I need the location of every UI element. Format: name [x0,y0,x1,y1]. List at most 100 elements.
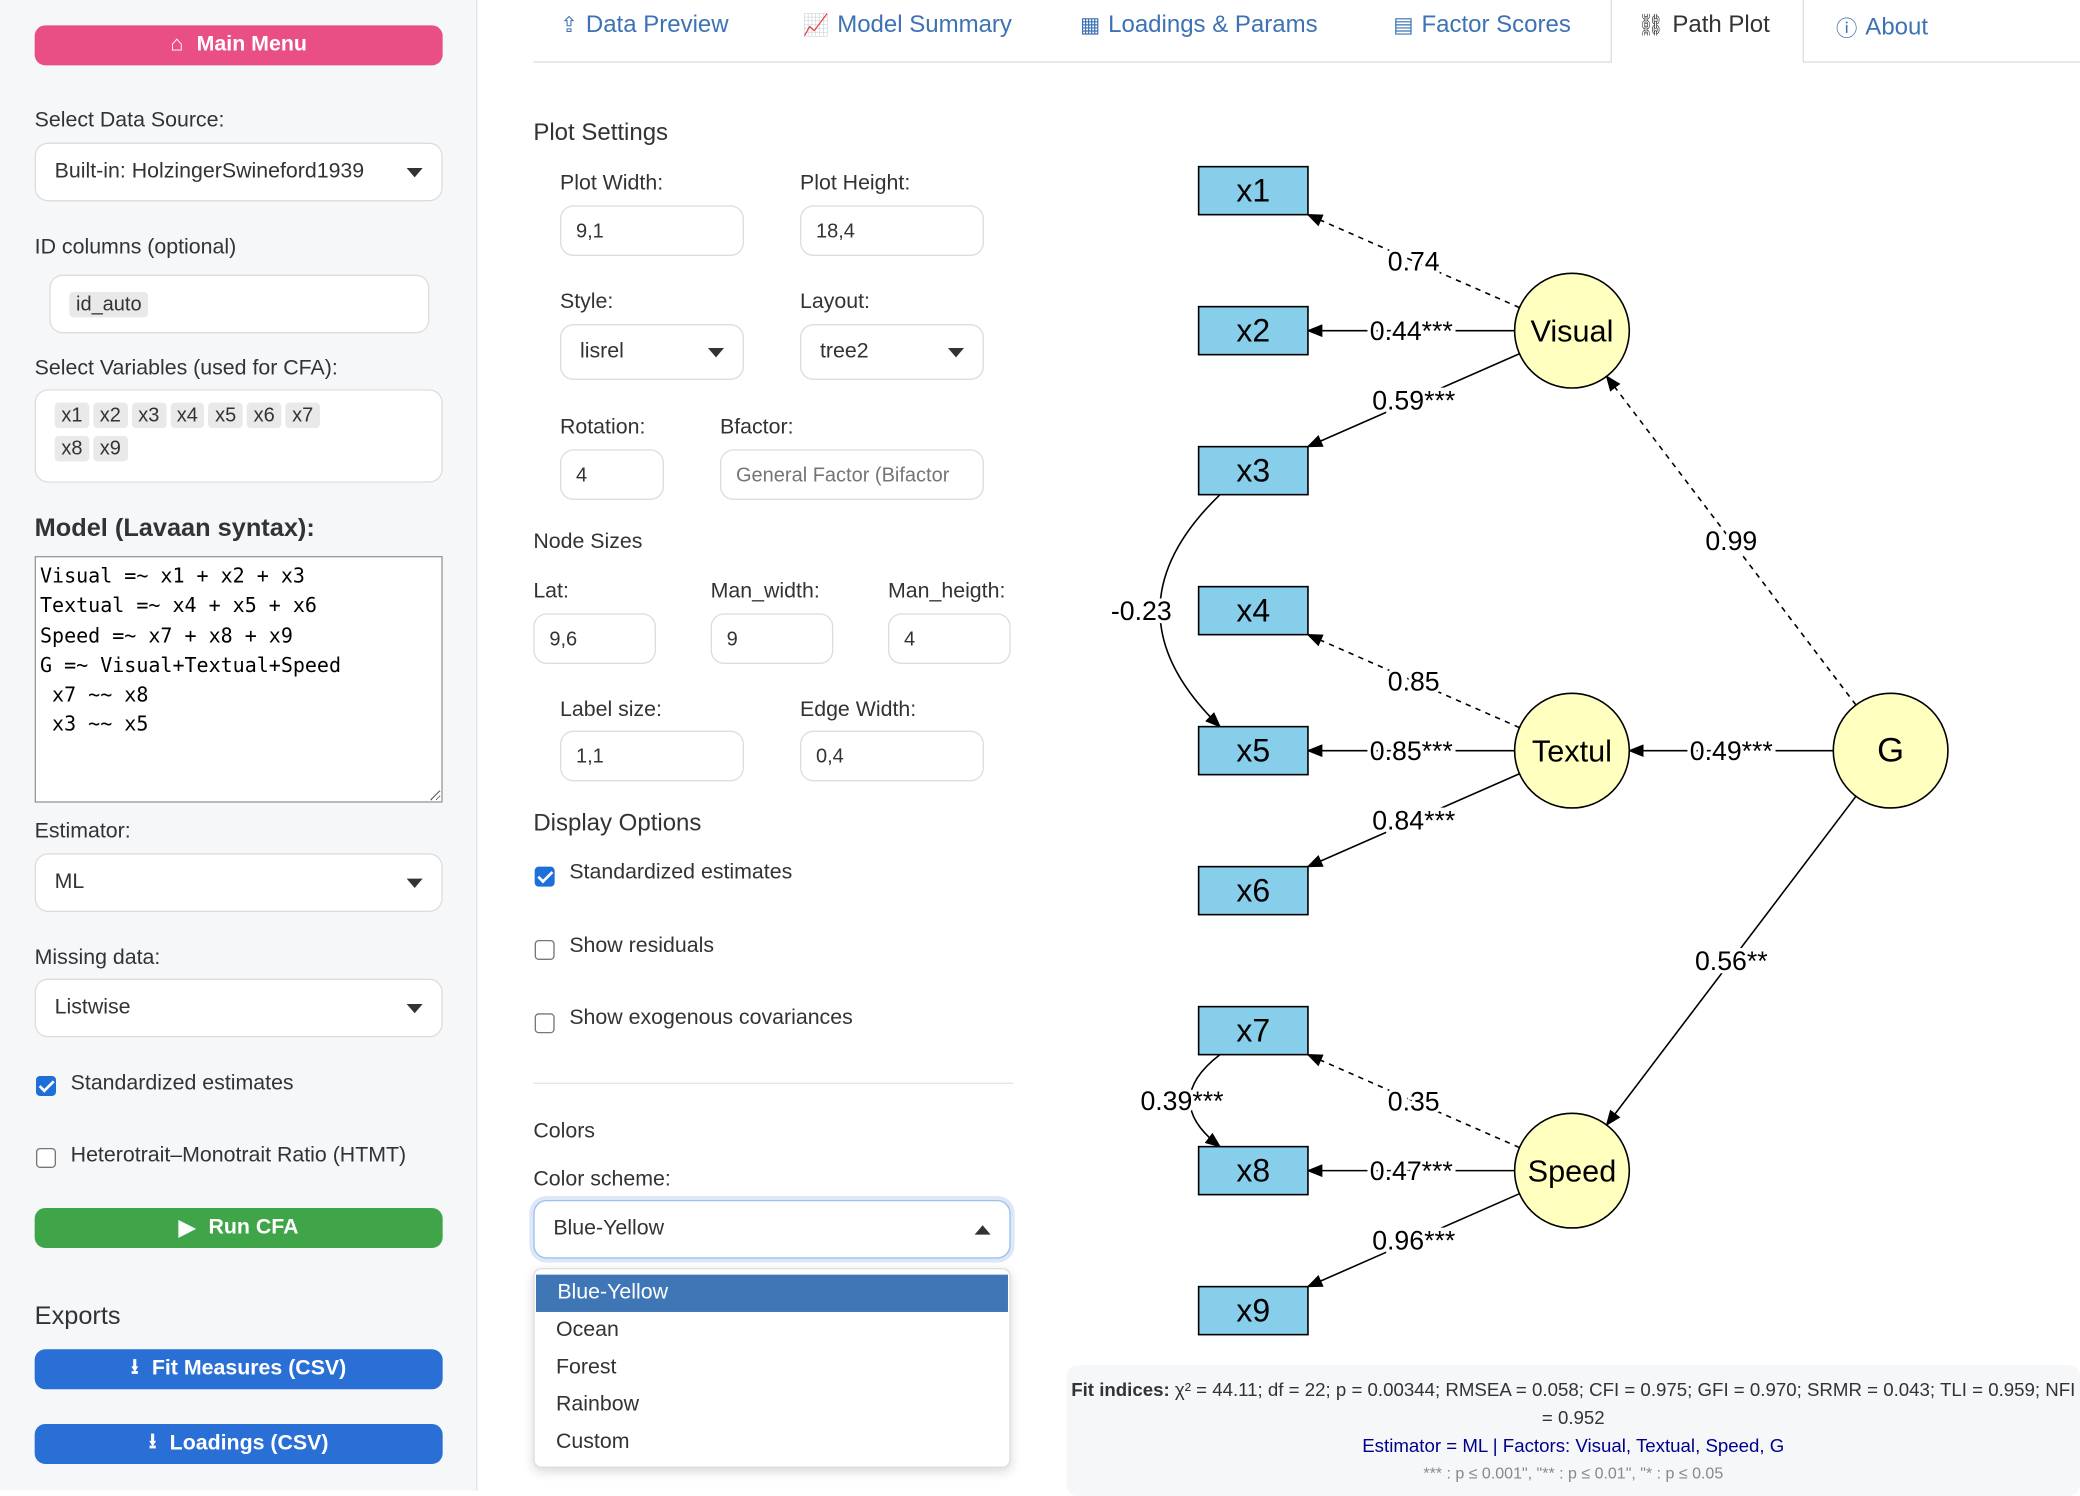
download-icon: ⭳ [148,1429,157,1453]
edge-label: 0.85 [1388,666,1440,696]
lat-label: Lat: [533,579,569,603]
color-scheme-select[interactable]: Blue-Yellow [533,1199,1011,1259]
bfactor-label: Bfactor: [719,415,794,439]
edge-width-input[interactable]: 0,4 [799,730,984,782]
covariance-label: -0.23 [1111,596,1172,626]
man-height-label: Man_heigth: [887,579,1006,603]
id-tag[interactable]: id_auto [69,291,149,317]
plot-width-input[interactable]: 9,1 [559,205,744,256]
variable-tag[interactable]: x1 [54,402,90,428]
rotation-input[interactable]: 4 [559,449,664,500]
fit-csv-button[interactable]: ⭳Fit Measures (CSV) [34,1349,443,1390]
tab-path-plot[interactable]: ⛓Path Plot [1637,10,1770,38]
estimator-label: Estimator: [34,819,131,843]
color-scheme-label: Color scheme: [533,1167,671,1191]
manifest-label: x9 [1236,1292,1270,1328]
manifest-label: x2 [1236,312,1270,348]
variable-tag[interactable]: x7 [285,402,320,428]
plot-height-label: Plot Height: [799,171,911,195]
missing-select[interactable]: Listwise [34,978,443,1038]
manifest-node [1197,865,1309,916]
variable-tag[interactable]: x9 [93,435,128,462]
opt-exo-checkbox[interactable] [534,1013,555,1034]
home-icon: ⌂ [170,33,184,56]
latent-label: Visual [1530,314,1613,348]
layout-select[interactable]: tree2 [799,323,984,380]
layout-label: Layout: [799,290,870,314]
edge-label: 0.96*** [1372,1225,1455,1255]
latent-node [1513,272,1631,389]
color-scheme-option[interactable]: Ocean [555,1318,619,1342]
data-source-select[interactable]: Built-in: HolzingerSwineford1939 [34,142,443,202]
color-scheme-option[interactable]: Blue-Yellow [535,1274,1008,1312]
variable-tag[interactable]: x5 [208,402,243,428]
label-size-input[interactable]: 1,1 [559,730,744,782]
variable-tag[interactable]: x8 [54,435,90,462]
caret-down-icon [947,347,964,357]
variable-tag[interactable]: x3 [131,402,167,428]
estimator-select[interactable]: ML [34,853,443,912]
std-label: Standardized estimates [70,1071,294,1095]
id-columns-label: ID columns (optional) [34,235,237,259]
significance-legend: *** : p ≤ 0.001", "** : p ≤ 0.01", "* : … [1423,1463,1724,1483]
htmt-label: Heterotrait–Monotrait Ratio (HTMT) [70,1143,407,1167]
model-label: Model (Lavaan syntax): [34,514,315,543]
colors-heading: Colors [533,1119,595,1143]
opt-std-checkbox[interactable] [534,866,555,887]
htmt-checkbox[interactable] [35,1147,56,1168]
color-scheme-option[interactable]: Forest [555,1355,617,1379]
color-scheme-option[interactable]: Rainbow [555,1393,640,1416]
sidebar: ⌂Main Menu Select Data Source: Built-in:… [0,0,478,1491]
path-diagram: 0.740.44***0.59***0.850.85***0.84***0.35… [1108,165,1949,1336]
opt-residuals-checkbox[interactable] [534,939,555,960]
manifest-node [1197,165,1309,216]
tab-model-summary[interactable]: 📈Model Summary [802,10,1012,38]
tab-data-preview[interactable]: ⇪Data Preview [559,10,729,38]
estimator-summary: Estimator = ML | Factors: Visual, Textua… [1362,1434,1785,1456]
lat-input[interactable]: 9,6 [533,613,656,664]
path-edge [1306,213,1520,309]
edge-label: 0.84*** [1372,806,1455,836]
path-edge [1306,1053,1520,1149]
plot-height-input[interactable]: 18,4 [799,205,984,256]
sitemap-icon: ⛓ [1637,13,1665,37]
variable-tag[interactable]: x6 [246,402,282,428]
tab-factor-scores[interactable]: ▤Factor Scores [1393,10,1571,38]
manifest-label: x6 [1236,872,1270,908]
bfactor-input[interactable] [719,449,984,500]
fit-indices-panel: Fit indices: χ² = 44.11; df = 22; p = 0.… [1066,1365,2080,1496]
id-columns-input[interactable]: id_auto [49,274,430,334]
tab-loadings-params[interactable]: ▦Loadings & Params [1079,10,1318,38]
style-select[interactable]: lisrel [559,323,744,380]
table-icon: ▦ [1079,13,1101,37]
covariance-edge [1189,1040,1236,1148]
man-height-input[interactable]: 4 [887,613,1011,664]
caret-down-icon [406,167,423,177]
run-cfa-button[interactable]: ▶Run CFA [34,1207,443,1248]
tab-divider [533,61,1611,63]
manifest-node [1197,1005,1309,1056]
node-sizes-heading: Node Sizes [533,530,643,554]
missing-label: Missing data: [34,946,161,970]
data-source-label: Select Data Source: [34,109,225,132]
std-checkbox[interactable] [35,1075,56,1096]
man-width-input[interactable]: 9 [710,613,834,664]
variable-tag[interactable]: x4 [170,402,205,428]
caret-down-icon [707,347,724,357]
plot-settings-heading: Plot Settings [533,118,669,146]
color-scheme-option[interactable]: Custom [555,1430,630,1454]
path-edge [1306,633,1520,729]
edge-label: 0.56** [1695,946,1768,976]
loadings-csv-button[interactable]: ⭳Loadings (CSV) [34,1423,443,1464]
variable-tag[interactable]: x2 [93,402,128,428]
tab-divider [1802,61,2080,63]
model-textarea[interactable]: Visual =~ x1 + x2 + x3 Textual =~ x4 + x… [34,555,443,803]
caret-up-icon [974,1224,991,1234]
latent-label: Speed [1528,1154,1617,1188]
edge-label: 0.47*** [1370,1156,1453,1186]
main-menu-button[interactable]: ⌂Main Menu [34,25,443,66]
edge-label: 0.35 [1388,1086,1440,1116]
covariance-edge [1159,480,1235,728]
